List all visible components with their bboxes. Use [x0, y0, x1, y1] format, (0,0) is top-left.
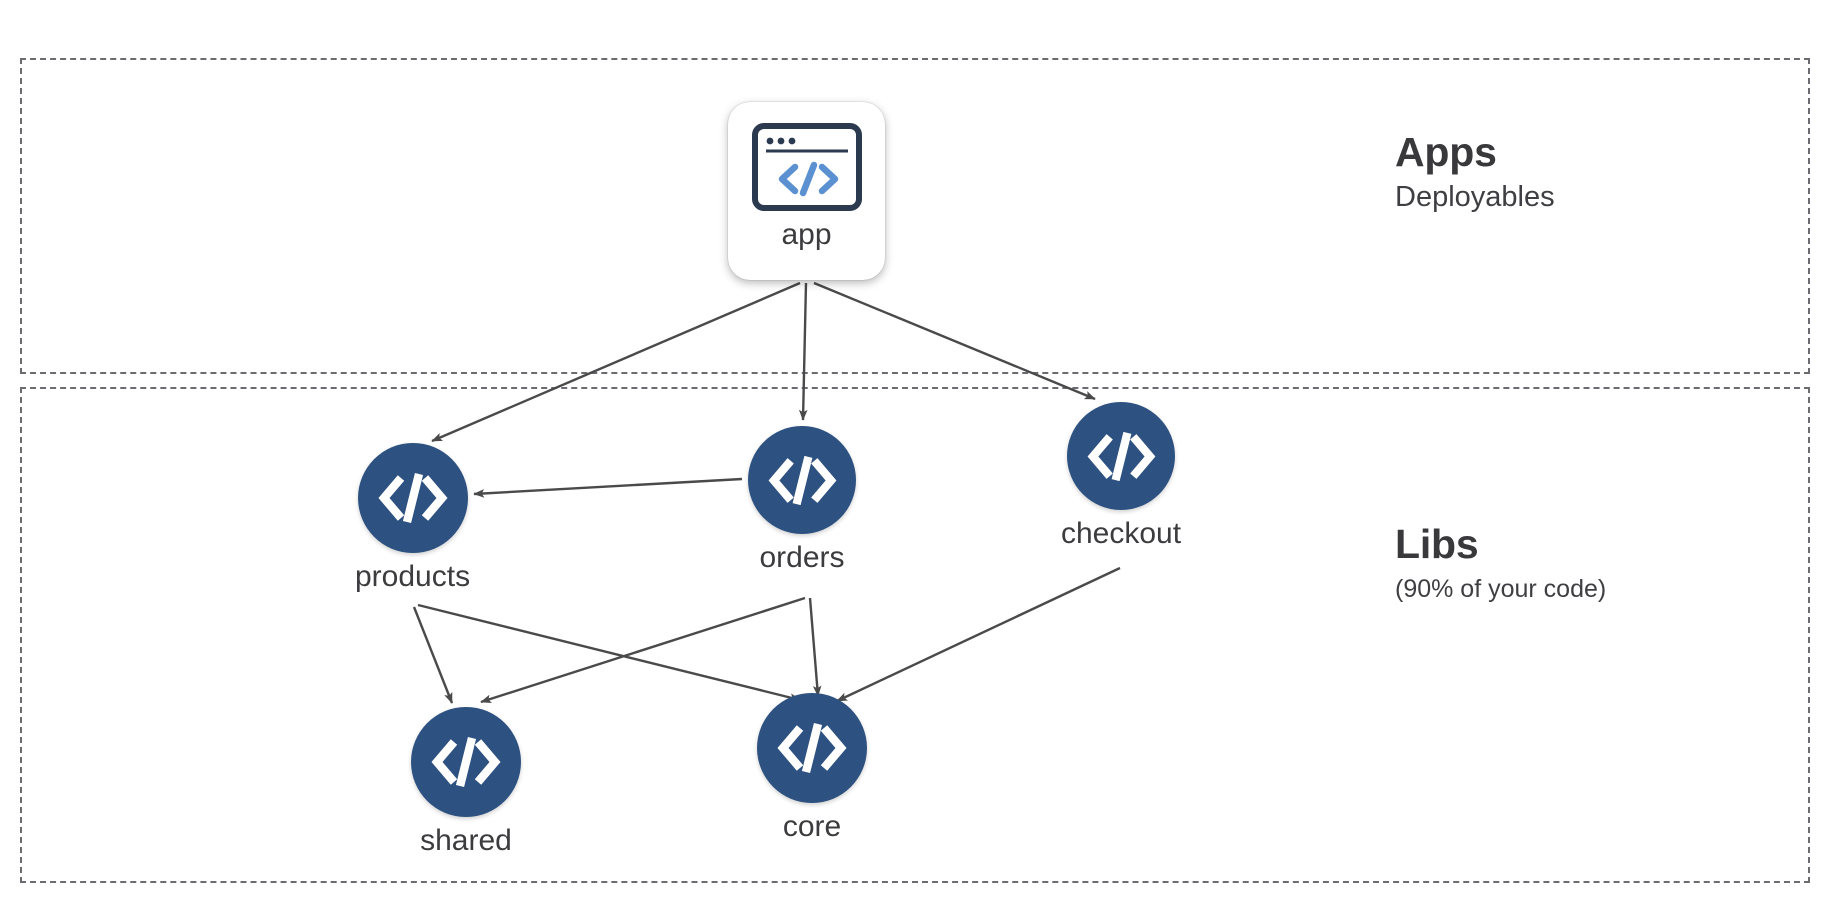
node-core-circle [757, 693, 867, 803]
node-core[interactable]: core [757, 693, 867, 842]
node-app-label: app [781, 218, 832, 251]
zone-apps-caption: Apps Deployables [1395, 128, 1555, 215]
node-shared[interactable]: shared [411, 707, 521, 856]
node-orders-circle [748, 426, 856, 534]
code-brackets-icon [768, 455, 836, 505]
node-shared-circle [411, 707, 521, 817]
node-products-label: products [355, 560, 471, 593]
node-app[interactable]: app [728, 102, 885, 280]
node-checkout-label: checkout [1061, 517, 1182, 550]
node-checkout-circle [1067, 402, 1176, 510]
zone-libs-title: Libs [1395, 521, 1479, 567]
node-products-circle [357, 443, 468, 553]
node-checkout[interactable]: checkout [1061, 402, 1181, 549]
zone-libs [20, 387, 1810, 883]
node-orders[interactable]: orders [748, 426, 856, 573]
code-brackets-icon [378, 472, 448, 524]
zone-apps [20, 58, 1810, 374]
zone-apps-title: Apps [1395, 129, 1497, 175]
code-brackets-icon [1087, 431, 1155, 481]
node-shared-label: shared [420, 824, 512, 857]
code-brackets-icon [777, 722, 847, 774]
zone-libs-subtitle: (90% of your code) [1395, 575, 1607, 604]
node-core-label: core [782, 810, 842, 843]
node-products[interactable]: products [355, 443, 470, 592]
zone-libs-caption: Libs (90% of your code) [1395, 520, 1606, 605]
code-brackets-icon [431, 736, 501, 788]
node-orders-label: orders [759, 541, 845, 574]
zone-apps-subtitle: Deployables [1395, 181, 1555, 214]
browser-code-icon [751, 123, 862, 211]
